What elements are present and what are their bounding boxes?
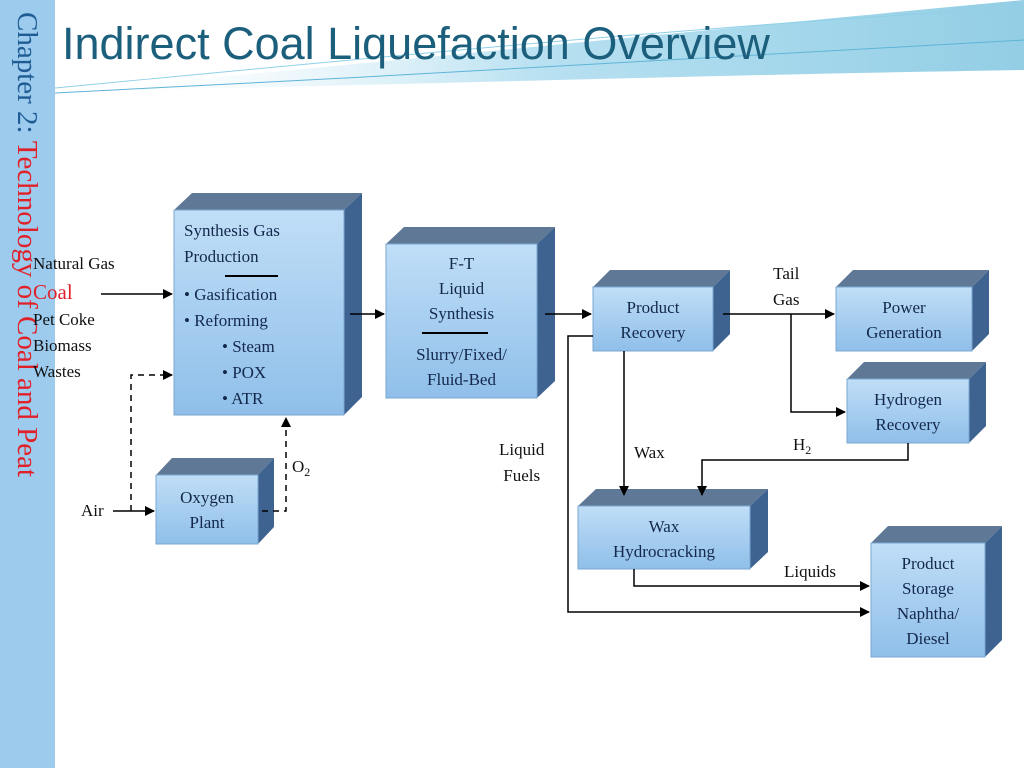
syngas-item-reforming: • Reforming [184,311,268,330]
syngas-title-line2: Production [184,247,259,266]
feed-pet-coke: Pet Coke [33,310,95,329]
syngas-methods: • Gasification • Reforming [184,282,277,334]
storage-line2: Storage [902,579,954,598]
chapter-topic: Technology of Coal and Peat [11,140,43,478]
reforming-atr: • ATR [222,389,264,408]
box-wax-hydrocracking [577,489,768,570]
oxygen-plant-line1: Oxygen [180,488,234,507]
box-product-storage [870,526,1002,658]
h2-label: H2 [793,432,811,463]
power-line1: Power [882,298,926,317]
tail-gas-line2: Gas [773,290,800,309]
product-recovery-label: Product Recovery [593,295,713,345]
o2-sub: 2 [304,465,311,479]
liquid-fuels-line1: Liquid [499,440,545,459]
box-hydrogen-recovery [846,362,986,444]
storage-line3: Naphtha/ [896,604,960,623]
product-storage-label: Product Storage Naphtha/ Diesel [871,551,985,651]
connectors [101,289,909,617]
liquid-fuels-line2: Fuels [503,466,541,485]
feed-natural-gas: Natural Gas [33,254,115,273]
reforming-pox: • POX [222,363,267,382]
oxygen-plant-label: Oxygen Plant [156,485,258,535]
wax-flow-label: Wax [634,443,665,462]
header-swoosh [54,0,1024,94]
tail-gas-label: Tail Gas [773,261,799,313]
oxygen-arrow [262,417,291,512]
oxygen-plant-line2: Plant [189,513,225,532]
syngas-title-line1: Synthesis Gas [184,221,280,240]
hydrogen-recovery-label: Hydrogen Recovery [847,387,969,437]
hydrogen-line1: Hydrogen [874,390,942,409]
liquids-arrow [633,569,870,591]
air-bypass-arrow [130,370,173,511]
tail-gas-line1: Tail [773,264,800,283]
box-oxygen-plant [155,458,274,545]
box-syngas-production [173,193,362,416]
wax-box-line2: Hydrocracking [613,542,715,561]
syngas-title: Synthesis Gas Production [184,218,280,270]
o2-main: O [292,457,305,476]
reforming-types: • Steam • POX • ATR [222,334,275,412]
ft-line2: Liquid [438,279,485,298]
storage-line1: Product [901,554,955,573]
feed-list: Natural Gas Coal Pet Coke Biomass Wastes [33,251,115,385]
hydrogen-feed-arrow [790,314,846,417]
ft-line4: Slurry/Fixed/ [416,345,507,364]
hydrogen-line2: Recovery [875,415,941,434]
box-product-recovery [592,270,730,352]
product-recovery-line2: Recovery [620,323,686,342]
liquid-fuels-label: Liquid Fuels [499,437,544,489]
chapter-label: Chapter 2: Technology of Coal and Peat [5,12,49,662]
feed-wastes: Wastes [33,362,81,381]
liquids-label: Liquids [784,562,836,581]
sidebar: Chapter 2: Technology of Coal and Peat [0,0,55,768]
power-line2: Generation [866,323,942,342]
h2-sub: 2 [805,443,812,457]
feed-biomass: Biomass [33,336,92,355]
wax-hydrocracking-label: Wax Hydrocracking [578,514,750,564]
h2-return-arrow [697,443,909,496]
box-ft-synthesis [385,227,555,399]
o2-label: O2 [292,454,310,485]
ft-reactor-types: Slurry/Fixed/ Fluid-Bed [386,342,537,392]
feed-air: Air [81,501,104,520]
wax-box-line1: Wax [648,517,680,536]
h2-main: H [793,435,806,454]
syngas-item-gasification: • Gasification [184,285,278,304]
feed-coal: Coal [33,280,73,304]
ft-line3: Synthesis [428,304,495,323]
storage-line4: Diesel [906,629,950,648]
box-power-generation [835,270,989,352]
ft-title: F-T Liquid Synthesis [386,251,537,326]
reforming-steam: • Steam [222,337,275,356]
chapter-number: Chapter 2: [11,12,43,141]
slide-title: Indirect Coal Liquefaction Overview [62,18,770,69]
ft-line1: F-T [448,254,475,273]
liquid-fuels-arrow [567,335,870,617]
product-recovery-line1: Product [626,298,680,317]
ft-line5: Fluid-Bed [427,370,496,389]
power-generation-label: Power Generation [836,295,972,345]
